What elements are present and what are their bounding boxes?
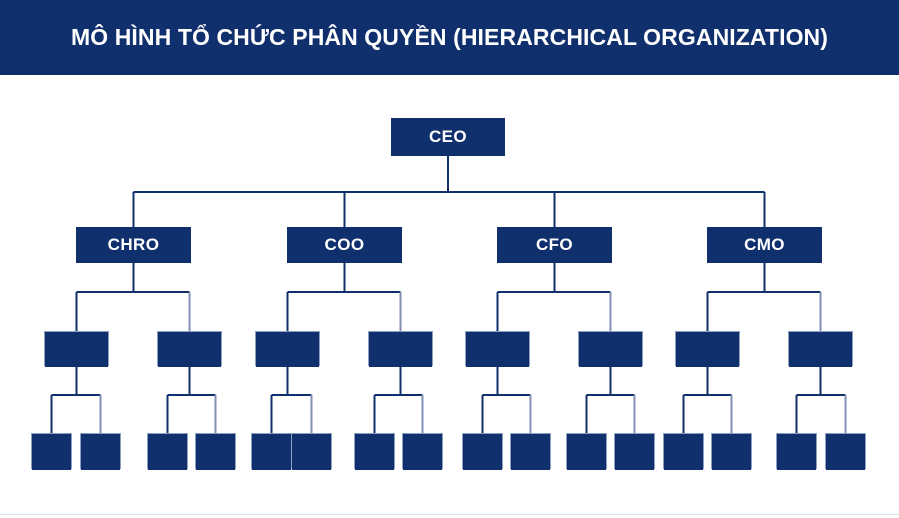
footer-divider	[0, 514, 899, 515]
org-node-level3[interactable]	[369, 332, 432, 367]
org-node-level3[interactable]	[789, 332, 852, 367]
org-node-cmo[interactable]: CMO	[707, 227, 822, 263]
org-node-level4[interactable]	[292, 434, 331, 470]
org-node-ceo[interactable]: CEO	[391, 118, 505, 156]
org-node-level4[interactable]	[32, 434, 71, 470]
org-node-level4[interactable]	[148, 434, 187, 470]
org-chart-canvas: CEO CHRO COO CFO CMO	[0, 75, 899, 518]
org-node-level4[interactable]	[615, 434, 654, 470]
org-node-level4[interactable]	[463, 434, 502, 470]
org-node-level3[interactable]	[466, 332, 529, 367]
org-node-level3[interactable]	[579, 332, 642, 367]
org-node-label: CMO	[744, 235, 785, 254]
org-node-level4[interactable]	[196, 434, 235, 470]
org-node-level3[interactable]	[45, 332, 108, 367]
org-node-label: CFO	[535, 235, 574, 254]
org-node-label: CEO	[428, 127, 468, 146]
org-node-level4[interactable]	[403, 434, 442, 470]
org-node-level4[interactable]	[712, 434, 751, 470]
org-node-cfo[interactable]: CFO	[497, 227, 612, 263]
org-node-level4[interactable]	[777, 434, 816, 470]
org-node-level4[interactable]	[826, 434, 865, 470]
title-band: MÔ HÌNH TỔ CHỨC PHÂN QUYỀN (HIERARCHICAL…	[0, 0, 899, 75]
org-node-level4[interactable]	[664, 434, 703, 470]
org-node-level4[interactable]	[81, 434, 120, 470]
page-title: MÔ HÌNH TỔ CHỨC PHÂN QUYỀN (HIERARCHICAL…	[70, 24, 829, 50]
org-node-level4[interactable]	[252, 434, 291, 470]
org-node-level3[interactable]	[158, 332, 221, 367]
org-node-label: COO	[324, 235, 365, 254]
org-node-chro[interactable]: CHRO	[76, 227, 191, 263]
org-node-level3[interactable]	[256, 332, 319, 367]
org-node-label: CHRO	[107, 235, 160, 254]
org-node-level4[interactable]	[355, 434, 394, 470]
org-node-level4[interactable]	[567, 434, 606, 470]
org-node-level4[interactable]	[511, 434, 550, 470]
org-node-level3[interactable]	[676, 332, 739, 367]
org-node-coo[interactable]: COO	[287, 227, 402, 263]
